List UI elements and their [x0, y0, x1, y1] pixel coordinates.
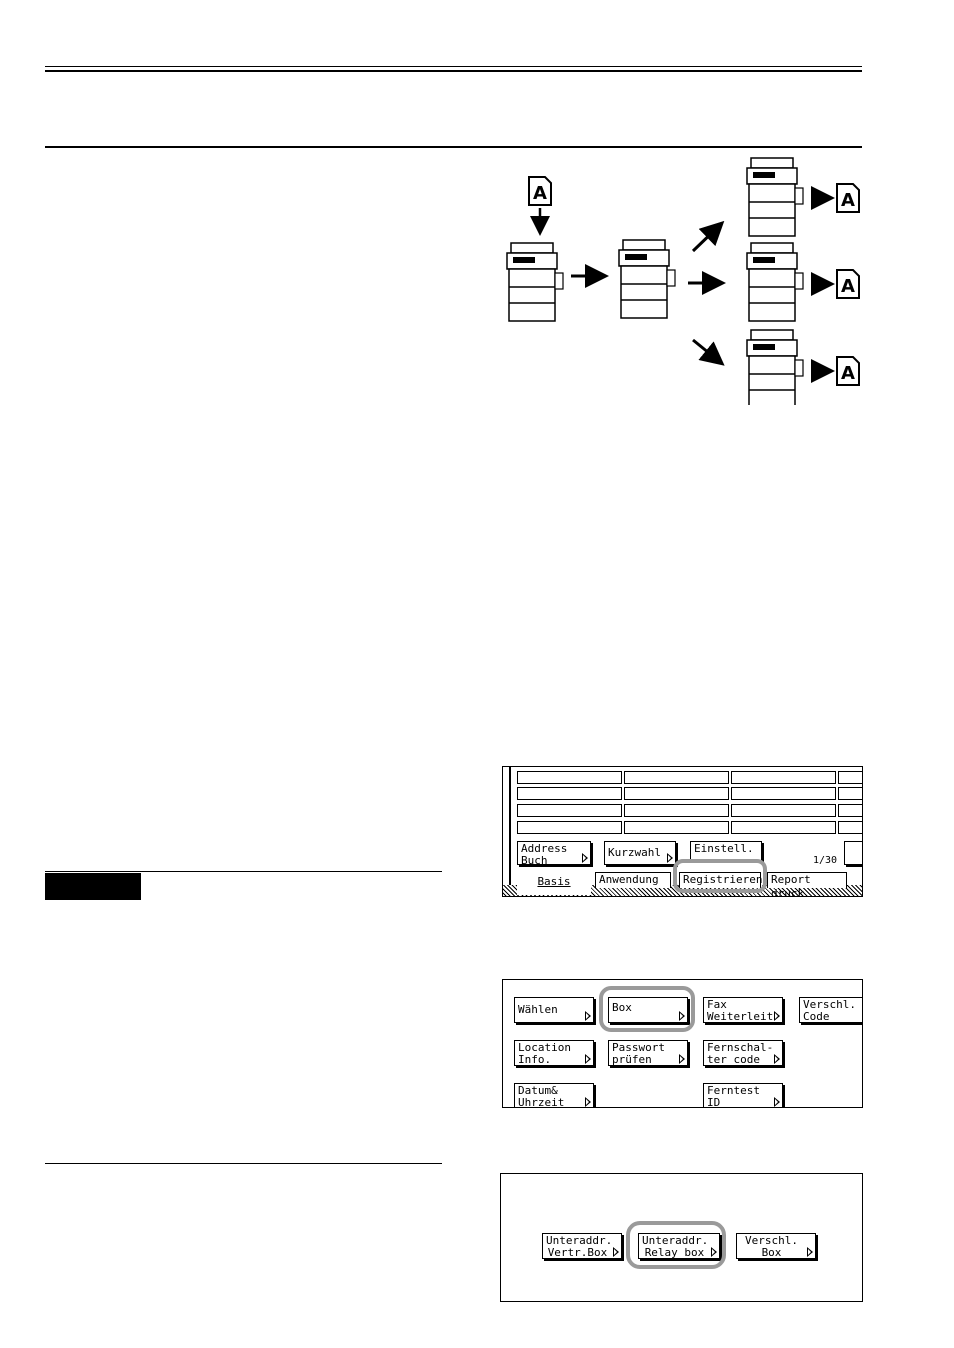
left-frame-border — [509, 767, 511, 887]
table-cell[interactable] — [624, 821, 729, 834]
table-cell[interactable] — [517, 821, 622, 834]
speed-dial-button[interactable]: Kurzwahl — [604, 841, 676, 865]
table-cell[interactable] — [731, 771, 836, 784]
lcd-screen-box-menu: Unteraddr. Vertr.Box Unteraddr. Relay bo… — [500, 1173, 863, 1302]
location-info-button[interactable]: Location Info. — [514, 1040, 594, 1066]
svg-text:A: A — [841, 190, 855, 211]
encrypted-box-button[interactable]: Verschl. Box — [736, 1233, 816, 1259]
header-rule-top — [45, 66, 862, 67]
lcd-screen-registration-tab: Address Buch Kurzwahl Einstell. 1/30 Bas… — [502, 766, 863, 897]
tab-basis[interactable]: Basis — [517, 871, 591, 895]
highlight-registrieren — [673, 859, 767, 893]
receiver-machine-1 — [746, 157, 804, 237]
table-cell[interactable] — [838, 804, 862, 817]
svg-text:A: A — [841, 276, 855, 297]
tab-report-druck[interactable]: Report druck — [767, 872, 847, 896]
doc-letter: A — [533, 183, 547, 204]
date-time-button[interactable]: Datum& Uhrzeit — [514, 1083, 594, 1107]
note-rule — [45, 871, 442, 872]
sender-machine — [506, 242, 564, 322]
subaddress-distribution-box-button[interactable]: Unteraddr. Vertr.Box — [542, 1233, 622, 1259]
table-cell[interactable] — [517, 771, 622, 784]
source-document: A — [528, 176, 552, 206]
output-document-1: A — [836, 183, 860, 213]
table-cell[interactable] — [517, 787, 622, 800]
table-cell[interactable] — [838, 771, 862, 784]
bottom-left-rule — [45, 1163, 442, 1164]
note-label-box — [45, 873, 141, 900]
highlight-relay-box-button — [626, 1221, 726, 1269]
settings-button[interactable]: Einstell. — [690, 841, 762, 861]
section-rule — [45, 146, 862, 148]
scroll-button[interactable] — [844, 841, 862, 865]
subaddress-relay-box-button[interactable]: Unteraddr. Relay box — [638, 1233, 720, 1259]
receiver-machine-2 — [746, 242, 804, 322]
address-book-button[interactable]: Address Buch — [517, 841, 591, 867]
fax-forward-button[interactable]: Fax Weiterleit — [703, 997, 783, 1023]
highlight-box-button — [599, 986, 695, 1032]
table-cell[interactable] — [731, 787, 836, 800]
header-rule-bottom — [45, 70, 862, 72]
output-document-3: A — [836, 356, 860, 386]
remote-switch-code-button[interactable]: Fernschal- ter code — [703, 1040, 783, 1066]
tab-registrieren[interactable]: Registrieren — [679, 872, 762, 888]
page-indicator: 1/30 — [813, 855, 838, 866]
table-cell[interactable] — [517, 804, 622, 817]
tab-anwendung[interactable]: Anwendung — [595, 872, 671, 888]
relay-broadcast-diagram: A A A A — [506, 157, 860, 405]
receiver-machine-3 — [746, 329, 804, 405]
output-document-2: A — [836, 269, 860, 299]
table-cell[interactable] — [624, 771, 729, 784]
box-button[interactable]: Box — [608, 997, 688, 1023]
encryption-code-button[interactable]: Verschl. Code — [799, 997, 862, 1023]
dial-button[interactable]: Wählen — [514, 997, 594, 1023]
svg-text:A: A — [841, 363, 855, 384]
password-check-button[interactable]: Passwort prüfen — [608, 1040, 688, 1066]
table-cell[interactable] — [731, 804, 836, 817]
table-cell[interactable] — [838, 821, 862, 834]
table-cell[interactable] — [624, 787, 729, 800]
lcd-screen-registration-menu: Wählen Box Fax Weiterleit Verschl. Code … — [502, 979, 863, 1108]
relay-machine — [618, 239, 676, 319]
table-cell[interactable] — [731, 821, 836, 834]
remote-test-id-button[interactable]: Ferntest ID — [703, 1083, 783, 1107]
table-cell[interactable] — [624, 804, 729, 817]
table-cell[interactable] — [838, 787, 862, 800]
